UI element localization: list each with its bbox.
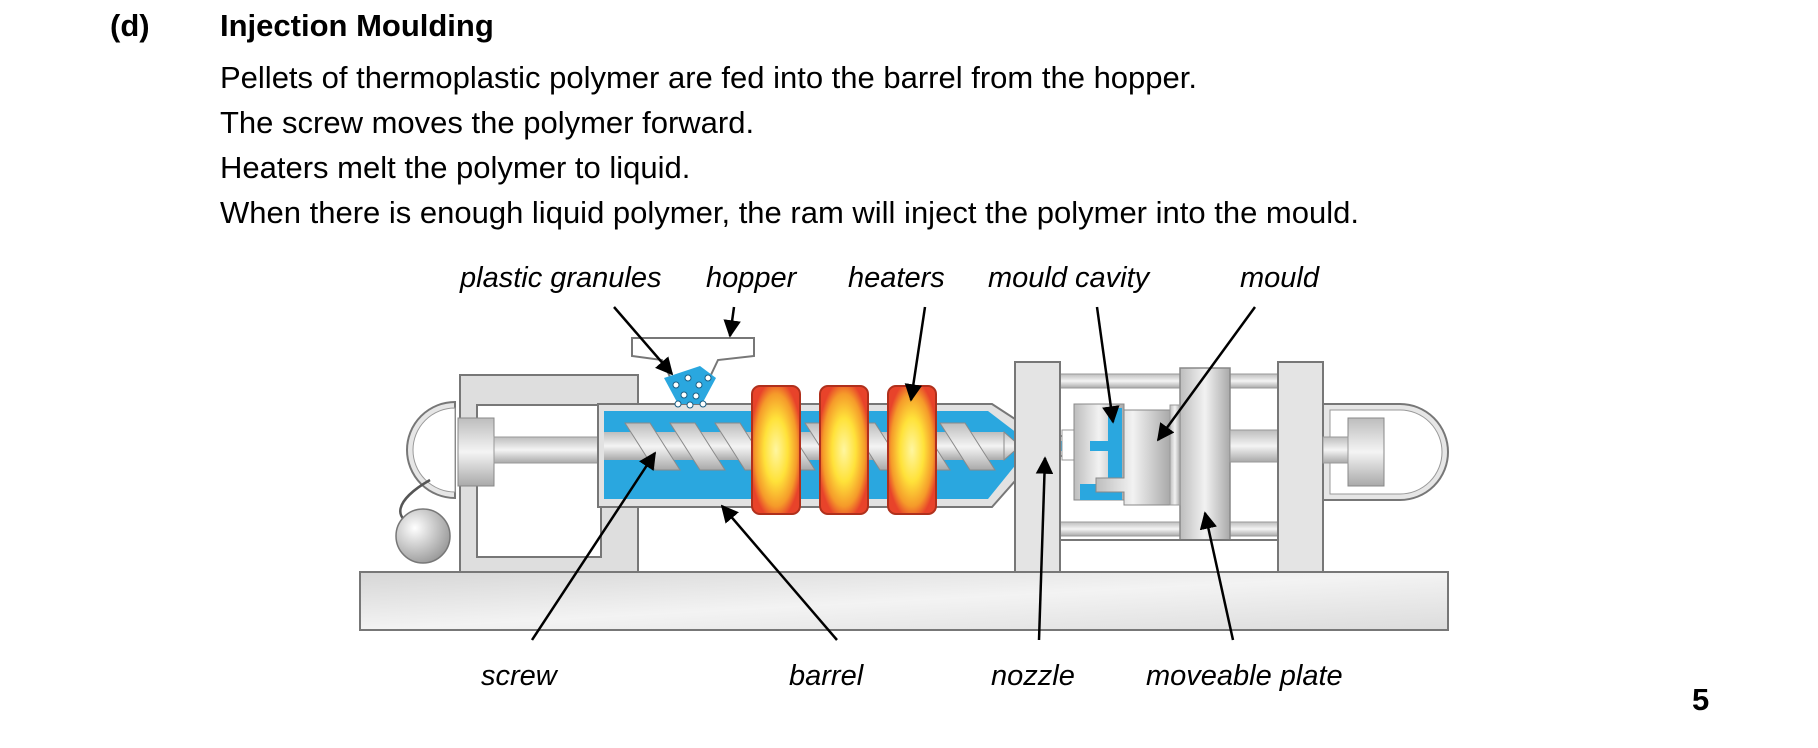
- label-mould: mould: [1240, 262, 1320, 294]
- mould-cavity: [1080, 408, 1122, 500]
- page-number: 5: [1692, 682, 1710, 717]
- ram-rod: [493, 436, 605, 464]
- right-ram-block: [1347, 417, 1385, 487]
- label-barrel: barrel: [789, 660, 865, 692]
- right-frame: [1277, 361, 1324, 573]
- machine-base: [359, 571, 1449, 631]
- screw-tip: [1003, 430, 1021, 462]
- arrow-nozzle: [1035, 456, 1054, 641]
- fixed-platen: [1014, 361, 1061, 573]
- left-ram-block: [457, 417, 495, 487]
- section-label: (d): [110, 8, 150, 43]
- label-plastic-granules: plastic granules: [459, 262, 662, 294]
- left-frame-inner: [476, 404, 602, 558]
- label-heaters: heaters: [848, 262, 945, 294]
- heater-bands: [751, 385, 937, 515]
- arrow-mould: [1156, 306, 1257, 442]
- label-screw: screw: [481, 660, 559, 692]
- arrow-plastic-granules: [613, 306, 674, 376]
- paragraph-line-4: When there is enough liquid polymer, the…: [220, 195, 1359, 230]
- leader-arrows: [530, 306, 1257, 641]
- label-mould-cavity: mould cavity: [988, 262, 1151, 294]
- arrow-heaters: [904, 306, 927, 402]
- label-nozzle: nozzle: [991, 660, 1075, 692]
- hydraulic-ball: [395, 508, 451, 564]
- arrow-barrel: [720, 504, 838, 641]
- heater-band-1: [751, 385, 801, 515]
- paragraph-line-3: Heaters melt the polymer to liquid.: [220, 150, 691, 185]
- label-hopper: hopper: [706, 262, 798, 294]
- heater-band-2: [819, 385, 869, 515]
- granule-dots: [672, 374, 712, 409]
- label-moveable-plate: moveable plate: [1146, 660, 1343, 692]
- paragraph-line-1: Pellets of thermoplastic polymer are fed…: [220, 60, 1197, 95]
- arrow-mould-cavity: [1095, 306, 1120, 424]
- arrow-screw: [530, 451, 657, 641]
- arrow-hopper: [723, 306, 741, 338]
- section-title: Injection Moulding: [220, 8, 494, 43]
- hopper-granules: [664, 366, 716, 404]
- paragraph-line-2: The screw moves the polymer forward.: [220, 105, 755, 140]
- arrow-moveable-plate: [1199, 511, 1235, 641]
- heater-band-3: [887, 385, 937, 515]
